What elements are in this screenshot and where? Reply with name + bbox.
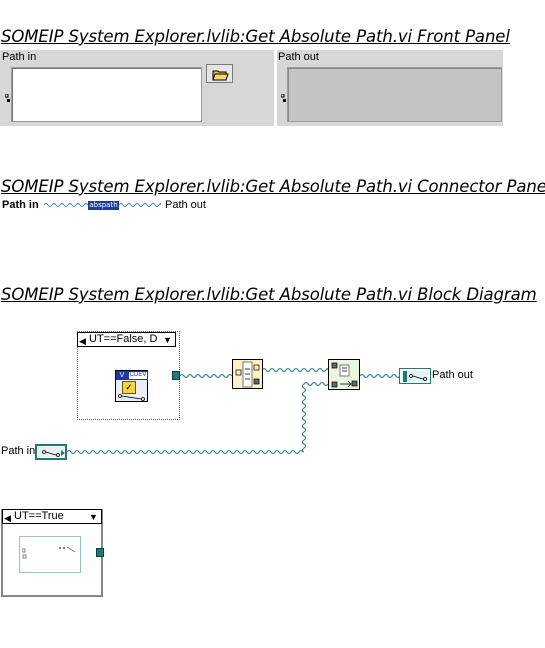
path-in-terminal-label: Path in <box>1 445 36 457</box>
selector-true-left-arrow-icon[interactable]: ◀ <box>4 513 11 523</box>
case-selector-false[interactable]: ◀ UT==False, D ▼ <box>77 332 176 347</box>
connector-output-wire <box>119 203 161 207</box>
path-in-field[interactable] <box>11 67 202 122</box>
selector-true-dropdown-icon[interactable]: ▼ <box>89 512 98 522</box>
absolute-path-icon <box>331 362 358 388</box>
case-false-label: UT==False, D <box>89 333 158 345</box>
case-true-label: UT==True <box>14 510 64 522</box>
block-diagram-title: SOMEIP System Explorer.lvlib:Get Absolut… <box>1 285 537 304</box>
path-out-indicator <box>287 67 502 122</box>
connector-pane-title: SOMEIP System Explorer.lvlib:Get Absolut… <box>1 177 545 196</box>
connector-input-wire <box>44 203 88 207</box>
path-out-terminal-label: Path out <box>432 369 473 381</box>
case-output-tunnel[interactable] <box>172 371 180 380</box>
path-in-connector-mark <box>4 89 10 102</box>
empty-path-glyph-icon <box>22 546 76 559</box>
browse-button[interactable] <box>206 64 233 83</box>
path-out-connector-mark <box>280 89 286 102</box>
path-glyph-icon <box>118 394 145 401</box>
path-out-label: Path out <box>278 51 319 63</box>
build-path-icon <box>235 361 260 388</box>
cdev-subvi[interactable]: V CDEV ✓ <box>115 370 148 402</box>
path-terminal-in-icon <box>42 450 65 457</box>
vi-logo-icon: V <box>116 371 128 380</box>
case-true-output-tunnel[interactable] <box>96 548 104 557</box>
path-in-terminal[interactable] <box>35 444 67 460</box>
get-absolute-path-function[interactable] <box>328 359 360 390</box>
abspath-vi-icon: abspath <box>88 201 119 210</box>
path-constant[interactable] <box>19 536 81 573</box>
cdev-badge: CDEV <box>128 371 148 380</box>
selector-dropdown-icon[interactable]: ▼ <box>163 335 172 345</box>
case-selector-true[interactable]: ◀ UT==True ▼ <box>2 509 102 524</box>
folder-icon <box>212 68 229 86</box>
front-panel-title: SOMEIP System Explorer.lvlib:Get Absolut… <box>1 27 510 46</box>
path-out-terminal[interactable] <box>399 368 431 384</box>
path-in-label: Path in <box>2 51 37 63</box>
checkmark-icon: ✓ <box>122 381 136 394</box>
connector-input-label: Path in <box>2 199 39 211</box>
build-path-function[interactable] <box>232 359 263 389</box>
selector-left-arrow-icon[interactable]: ◀ <box>79 336 86 346</box>
connector-output-label: Path out <box>165 199 206 211</box>
path-terminal-icon <box>403 371 427 382</box>
panel-divider <box>274 50 277 126</box>
